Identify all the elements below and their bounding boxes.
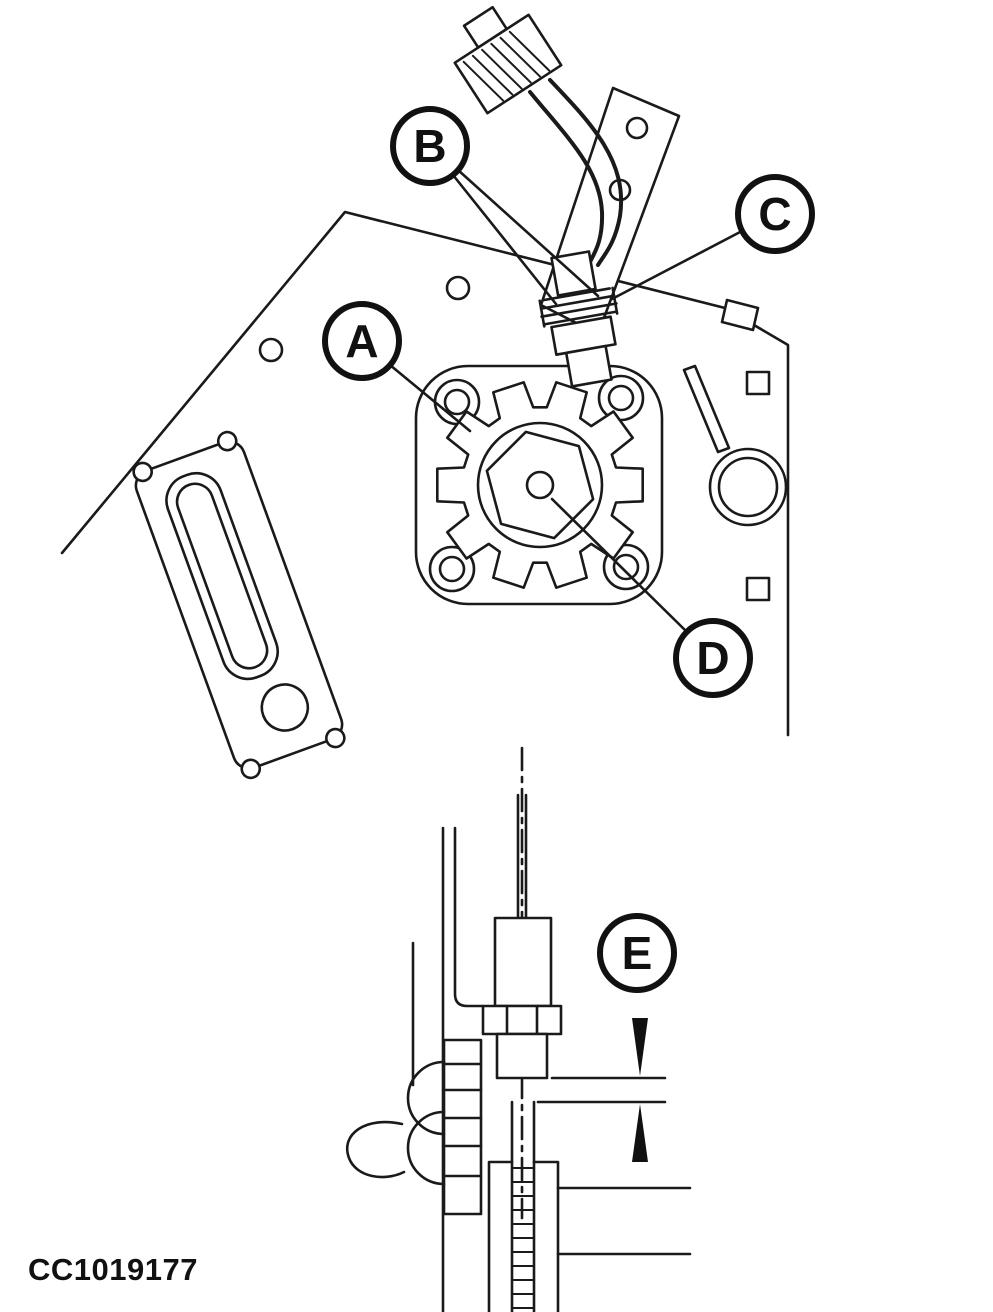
detail-rod — [516, 793, 528, 920]
sensor-shaft — [564, 344, 613, 388]
plate-hole — [258, 337, 284, 363]
figure-code: CC1019177 — [28, 1252, 198, 1287]
lever-stub — [240, 758, 262, 780]
adjuster-stem — [510, 1100, 536, 1312]
callout-e-label: E — [622, 927, 653, 979]
bracket-bend — [453, 826, 485, 1008]
boss-arc — [406, 1060, 446, 1136]
mounting-plate — [60, 210, 790, 737]
gear-center-hole — [525, 470, 555, 500]
callout-e: E — [597, 913, 677, 993]
plate-square-hole — [745, 576, 771, 602]
washer-lines — [539, 287, 618, 326]
dimension-arrows — [632, 1018, 648, 1162]
sensor-gear — [414, 364, 664, 606]
detail-view — [346, 746, 692, 1312]
clip-hook — [346, 1120, 406, 1179]
lever-hole — [260, 683, 310, 732]
callout-d-label: D — [696, 632, 729, 684]
lever-stub — [132, 461, 153, 483]
slotted-lever — [132, 430, 346, 780]
wiring-connector — [453, 5, 563, 115]
flange-screw — [607, 384, 635, 412]
detail-collar — [495, 1032, 549, 1080]
lever-stub — [325, 727, 346, 749]
plate-square-hole — [745, 370, 771, 396]
detail-body — [493, 916, 553, 1008]
callout-b-label: B — [413, 120, 446, 172]
callout-a: A — [322, 301, 472, 433]
connector-hatch — [462, 30, 551, 102]
strap-hole — [625, 116, 649, 140]
harness-wires — [528, 78, 624, 267]
flange-screw — [438, 555, 466, 583]
callout-c: C — [610, 174, 815, 301]
connector-body — [453, 13, 563, 115]
arrow-down — [632, 1018, 648, 1076]
plate-tab — [720, 298, 760, 332]
callout-a-label: A — [345, 315, 378, 367]
lever-slot-inner — [175, 482, 269, 670]
flange-screw — [612, 553, 640, 581]
plate-hole — [445, 275, 471, 301]
seal-oring — [708, 447, 788, 527]
threads — [511, 1167, 535, 1309]
dowel-pin — [682, 364, 731, 454]
flange-screw — [443, 388, 471, 416]
bolt-body — [442, 1038, 483, 1216]
housing — [487, 1160, 560, 1312]
detail-nut — [481, 1004, 563, 1036]
callout-d: D — [550, 497, 753, 698]
lever-stub — [216, 430, 238, 452]
arrow-up — [632, 1104, 648, 1162]
boss-arc — [406, 1110, 446, 1186]
callout-c-label: C — [758, 188, 791, 240]
housing-lines — [556, 1186, 692, 1256]
callout-b: B — [390, 106, 600, 306]
